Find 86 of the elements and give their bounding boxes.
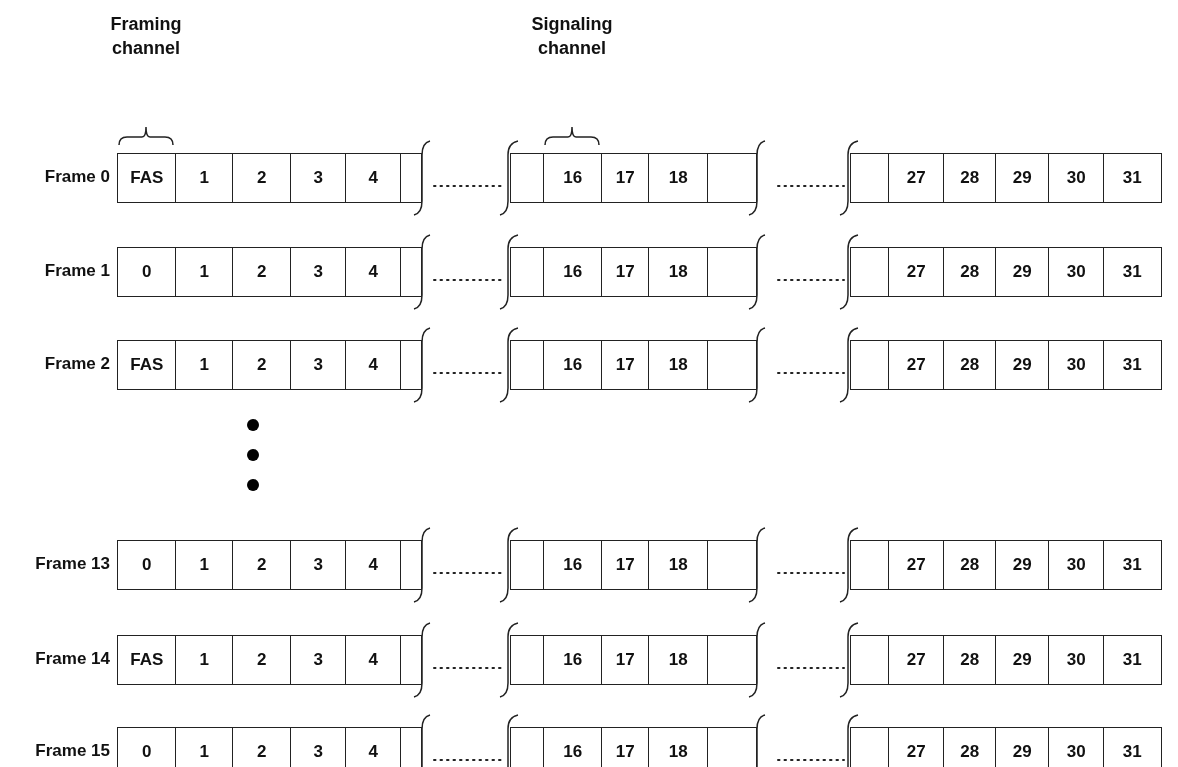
timeslot-cell: 2: [232, 247, 292, 297]
timeslot-cell: 16: [543, 635, 603, 685]
timeslot-cell: 17: [601, 635, 650, 685]
channel-label: Framing channel: [109, 13, 183, 60]
timeslot-cell: 1: [175, 540, 234, 590]
timeslot-cell: 3: [290, 727, 347, 767]
timeslot-cell: 27: [888, 727, 945, 767]
frame-label: Frame 0: [44, 167, 110, 187]
timeslot-cell: 0: [117, 247, 177, 297]
timeslot-cell: 31: [1103, 247, 1162, 297]
timeslot-cell: 16: [543, 340, 603, 390]
timeslot-cell: 28: [943, 540, 997, 590]
timeslot-cell: 30: [1048, 247, 1105, 297]
timeslot-cell: 3: [290, 540, 347, 590]
timeslot-cell: 4: [345, 727, 402, 767]
timeslot-cell: 27: [888, 247, 945, 297]
timeslot-cell: 17: [601, 153, 650, 203]
timeslot-cell: FAS: [117, 153, 177, 203]
timeslot-cell: 3: [290, 247, 347, 297]
timeslot-cell: 1: [175, 727, 234, 767]
timeslot-cell: 16: [543, 247, 603, 297]
timeslot-cell: 29: [995, 340, 1050, 390]
timeslot-cell: 0: [117, 727, 177, 767]
channel-label: Signaling channel: [530, 13, 614, 60]
timeslot-cell: 4: [345, 340, 402, 390]
timeslot-cell: 30: [1048, 540, 1105, 590]
timeslot-cell: 29: [995, 247, 1050, 297]
timeslot-cell: 28: [943, 635, 997, 685]
timeslot-cell: 18: [648, 540, 709, 590]
timeslot-cell: 28: [943, 340, 997, 390]
timeslot-cell: 4: [345, 247, 402, 297]
frame-label: Frame 14: [35, 649, 110, 669]
timeslot-cell: 18: [648, 153, 709, 203]
timeslot-cell: 3: [290, 340, 347, 390]
timeslot-cell: 1: [175, 635, 234, 685]
timeslot-cell: 18: [648, 727, 709, 767]
timeslot-cell: 4: [345, 540, 402, 590]
timeslot-cell: 1: [175, 153, 234, 203]
timeslot-cell: 16: [543, 540, 603, 590]
timeslot-cell: FAS: [117, 635, 177, 685]
timeslot-cell: 4: [345, 153, 402, 203]
timeslot-cell: 18: [648, 635, 709, 685]
timeslot-cell: 1: [175, 247, 234, 297]
timeslot-cell: 30: [1048, 340, 1105, 390]
timeslot-cell: 17: [601, 727, 650, 767]
timeslot-cell: 17: [601, 247, 650, 297]
frame-label: Frame 1: [44, 261, 110, 281]
timeslot-cell: 28: [943, 153, 997, 203]
timeslot-cell: 31: [1103, 540, 1162, 590]
timeslot-cell: 29: [995, 635, 1050, 685]
timeslot-cell: 30: [1048, 727, 1105, 767]
frame-label: Frame 13: [35, 554, 110, 574]
timeslot-cell: 29: [995, 153, 1050, 203]
timeslot-cell: 31: [1103, 635, 1162, 685]
timeslot-cell: 18: [648, 340, 709, 390]
timeslot-cell: 0: [117, 540, 177, 590]
timeslot-cell: 27: [888, 540, 945, 590]
timeslot-cell: FAS: [117, 340, 177, 390]
timeslot-cell: 28: [943, 727, 997, 767]
timeslot-cell: 29: [995, 540, 1050, 590]
timeslot-cell: 27: [888, 153, 945, 203]
timeslot-cell: 16: [543, 153, 603, 203]
timeslot-cell: 3: [290, 153, 347, 203]
timeslot-cell: 28: [943, 247, 997, 297]
timeslot-cell: 4: [345, 635, 402, 685]
timeslot-cell: 2: [232, 340, 292, 390]
frame-label: Frame 2: [44, 354, 110, 374]
timeslot-cell: 31: [1103, 727, 1162, 767]
frame-label: Frame 15: [35, 741, 110, 761]
timeslot-cell: 18: [648, 247, 709, 297]
timeslot-cell: 30: [1048, 153, 1105, 203]
timeslot-cell: 2: [232, 153, 292, 203]
timeslot-cell: 1: [175, 340, 234, 390]
timeslot-cell: 27: [888, 635, 945, 685]
timeslot-cell: 27: [888, 340, 945, 390]
timeslot-cell: 31: [1103, 153, 1162, 203]
timeslot-cell: 17: [601, 340, 650, 390]
timeslot-cell: 16: [543, 727, 603, 767]
timeslot-cell: 29: [995, 727, 1050, 767]
timeslot-cell: 2: [232, 635, 292, 685]
timeslot-cell: 2: [232, 727, 292, 767]
timeslot-cell: 17: [601, 540, 650, 590]
timeslot-cell: 2: [232, 540, 292, 590]
timeslot-cell: 3: [290, 635, 347, 685]
timeslot-cell: 30: [1048, 635, 1105, 685]
timeslot-cell: 31: [1103, 340, 1162, 390]
